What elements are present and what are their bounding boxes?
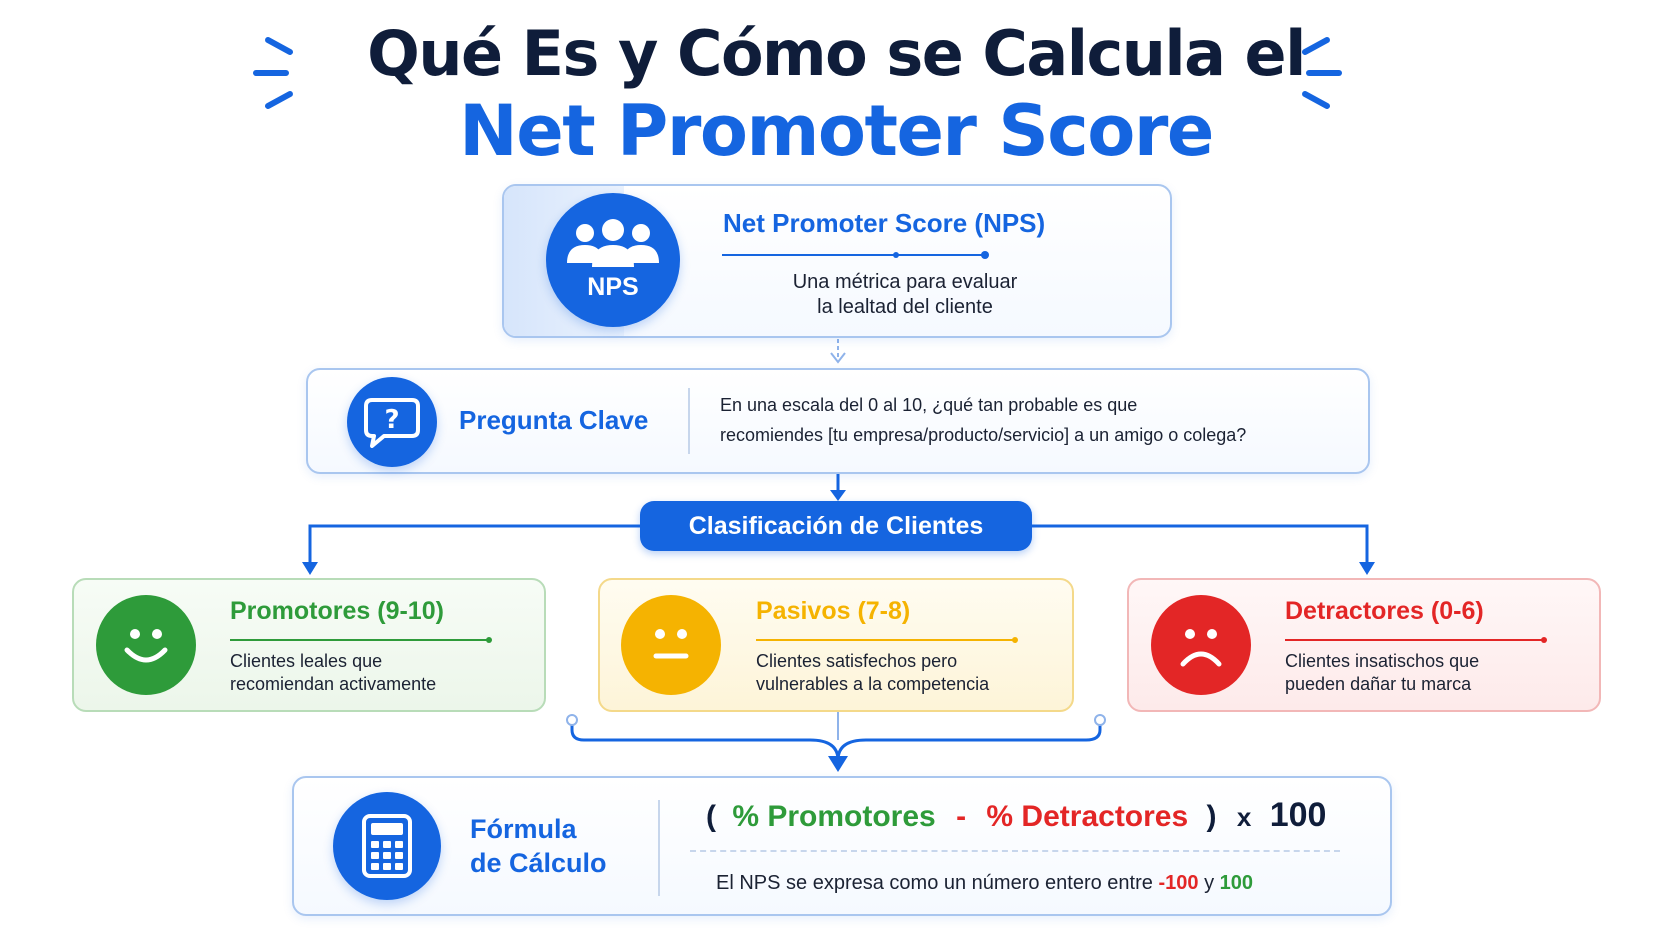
formula-promoters: % Promotores [732,800,936,833]
detractors-underline-dot [1541,637,1547,643]
passives-underline [756,639,1016,641]
svg-text:?: ? [384,405,399,435]
formula-note-text: El NPS se expresa como un número entero … [716,872,1153,894]
detractors-desc-line1: Clientes insatischos que [1285,651,1480,671]
people-group-icon [567,218,659,267]
promoters-badge [96,595,196,695]
formula-hundred: 100 [1269,796,1327,834]
formula-note: El NPS se expresa como un número entero … [716,872,1253,895]
nps-title-underline [722,251,989,259]
detractors-desc-line2: pueden dañar tu marca [1285,674,1472,694]
question-divider [688,388,690,454]
promoters-description: Clientes leales que recomiendan activame… [230,650,436,696]
detractors-description: Clientes insatischos que pueden dañar tu… [1285,650,1479,696]
page-title-highlight: Net Promoter Score [459,90,1214,172]
promoters-desc-line1: Clientes leales que [230,651,383,671]
key-question-text: En una escala del 0 al 10, ¿qué tan prob… [720,390,1360,450]
formula-label-line2: de Cálculo [470,848,607,878]
formula-detractors: % Detractores [986,800,1189,833]
detractors-title: Detractores (0-6) [1285,597,1484,625]
passives-title: Pasivos (7-8) [756,597,911,625]
formula-note-and: y [1204,872,1215,894]
formula-note-min: -100 [1158,872,1199,894]
promoters-underline [230,639,490,641]
nps-description-line2: la lealtad del cliente [817,296,993,318]
classification-pill: Clasificación de Clientes [640,501,1032,551]
formula-minus: - [956,800,967,833]
burst-lines-left-icon [253,37,293,109]
key-question-line2: recomiendes [tu empresa/producto/servici… [720,425,1247,445]
formula-badge [333,792,441,900]
calculator-icon [362,814,412,878]
passives-desc-line2: vulnerables a la competencia [756,674,990,694]
nps-description-line1: Una métrica para evaluar [792,271,1018,293]
passives-description: Clientes satisfechos pero vulnerables a … [756,650,989,696]
passives-badge [621,595,721,695]
nps-description: Una métrica para evaluar la lealtad del … [740,270,1070,320]
promoters-title: Promotores (9-10) [230,597,444,625]
formula-times: x [1236,802,1252,832]
formula-note-max: 100 [1219,872,1253,894]
nps-badge: NPS [546,193,680,327]
nps-badge-label: NPS [587,272,639,301]
formula-expression: ( % Promotores - % Detractores ) x 100 [706,796,1326,835]
key-question-label: Pregunta Clave [459,405,649,435]
formula-label: Fórmula de Cálculo [470,812,607,880]
formula-open-paren: ( [706,800,716,833]
passives-underline-dot [1012,637,1018,643]
burst-lines-right-icon [1302,37,1342,109]
detractors-badge [1151,595,1251,695]
promoters-desc-line2: recomiendan activamente [230,674,437,694]
question-chat-icon: ? [364,398,420,448]
formula-card [292,776,1392,916]
neutral-face-icon [653,629,689,659]
detractors-underline [1285,639,1545,641]
formula-close-paren: ) [1206,800,1217,833]
promoters-underline-dot [486,637,492,643]
page-title: Qué Es y Cómo se Calcula el [367,17,1306,90]
happy-face-icon [124,629,168,663]
sad-face-icon [1180,629,1222,667]
key-question-card [306,368,1370,474]
formula-label-line1: Fórmula [470,814,577,844]
key-question-line1: En una escala del 0 al 10, ¿qué tan prob… [720,395,1138,415]
passives-desc-line1: Clientes satisfechos pero [756,651,958,671]
formula-divider [658,800,660,896]
nps-title: Net Promoter Score (NPS) [723,208,1046,238]
question-badge: ? [347,377,437,467]
formula-dashed-separator [690,850,1340,852]
